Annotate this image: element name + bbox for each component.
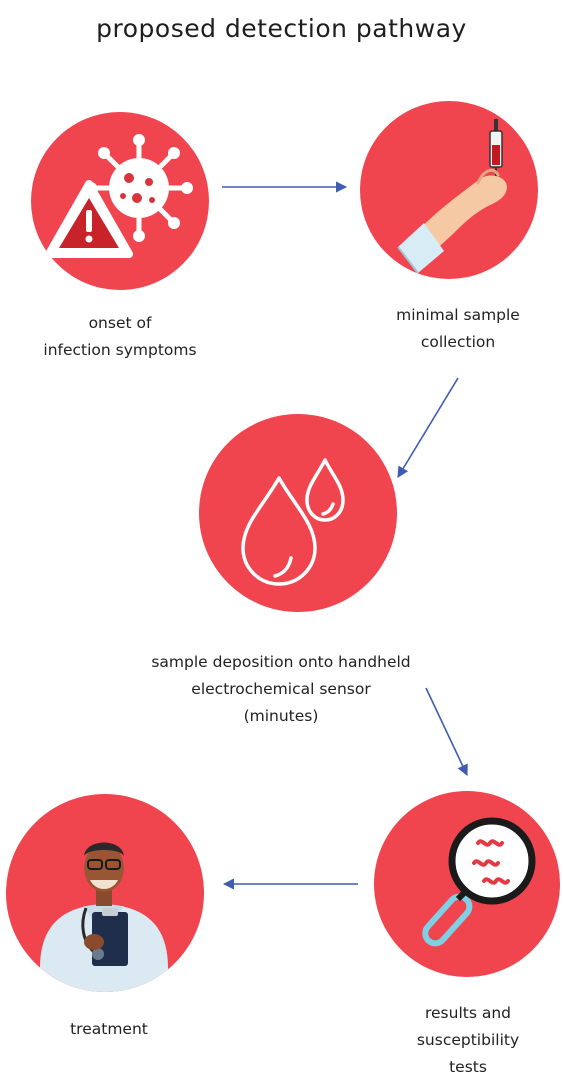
label-line: susceptibility bbox=[383, 1027, 553, 1054]
magnifier-bacteria-icon bbox=[374, 791, 560, 977]
hand-syringe-icon bbox=[360, 101, 538, 279]
label-line: electrochemical sensor bbox=[96, 676, 466, 703]
label-line: tests bbox=[383, 1054, 553, 1081]
step-onset-label: onset of infection symptoms bbox=[0, 310, 240, 364]
label-line: minimal sample bbox=[353, 302, 563, 329]
step-collection-circle bbox=[360, 101, 538, 279]
diagram-title: proposed detection pathway bbox=[0, 14, 563, 43]
label-line: infection symptoms bbox=[0, 337, 240, 364]
label-line: treatment bbox=[24, 1016, 194, 1043]
virus-warning-icon bbox=[31, 112, 209, 290]
droplets-icon bbox=[199, 414, 397, 612]
label-line: (minutes) bbox=[96, 703, 466, 730]
step-collection-label: minimal sample collection bbox=[353, 302, 563, 356]
step-deposition-label: sample deposition onto handheld electroc… bbox=[96, 649, 466, 730]
step-deposition-circle bbox=[199, 414, 397, 612]
label-line: collection bbox=[353, 329, 563, 356]
label-line: onset of bbox=[0, 310, 240, 337]
step-treatment-label: treatment bbox=[24, 1016, 194, 1043]
label-line: results and bbox=[383, 1000, 553, 1027]
label-line: sample deposition onto handheld bbox=[96, 649, 466, 676]
step-treatment-circle bbox=[6, 794, 204, 992]
step-results-circle bbox=[374, 791, 560, 977]
step-results-label: results and susceptibility tests bbox=[383, 1000, 553, 1081]
doctor-icon bbox=[6, 794, 204, 992]
step-onset-circle bbox=[31, 112, 209, 290]
arrow-collection-to-deposition bbox=[398, 378, 458, 477]
